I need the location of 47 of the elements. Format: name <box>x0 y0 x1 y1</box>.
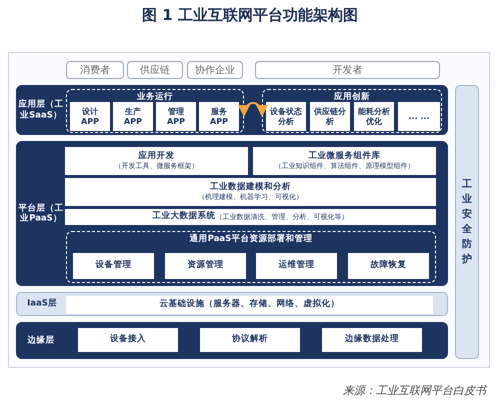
module-box: 设备管理 <box>73 253 154 279</box>
app-box: 服务 APP <box>199 102 239 131</box>
module-box: 设备接入 <box>78 328 178 352</box>
layer-label: 应用层（工业SaaS） <box>18 99 64 121</box>
app-box: 设备状态分析 <box>266 102 306 131</box>
module-heading: 工业数据建模和分析 <box>210 183 291 193</box>
layer-band <box>16 292 448 316</box>
layer-band <box>16 85 448 135</box>
layer-band <box>16 322 448 359</box>
stakeholder-box: 开发者 <box>255 61 440 79</box>
module-box: 资源管理 <box>165 253 246 279</box>
figure-title: 图 1 工业互联网平台功能架构图 <box>141 6 359 25</box>
module-heading: 工业大数据系统 <box>152 212 216 222</box>
security-column <box>455 85 479 359</box>
group-title: 通用PaaS平台资源部署和管理 <box>188 233 314 245</box>
security-label: 工业安全防护 <box>462 178 472 267</box>
group-title: 业务运行 <box>136 91 174 103</box>
module-box: 云基础设施（服务器、存储、网络、虚拟化） <box>66 296 433 314</box>
dashed-group <box>66 231 436 283</box>
group-title: 应用创新 <box>333 91 371 103</box>
module-box: 协议解析 <box>200 328 300 352</box>
module-box <box>65 147 248 175</box>
app-box: 能耗分析优化 <box>354 102 394 131</box>
dashed-group <box>66 89 244 133</box>
module-box <box>253 147 436 175</box>
module-box <box>65 178 436 206</box>
module-heading: 应用开发 <box>138 152 174 162</box>
app-box: 生产 APP <box>113 102 153 131</box>
layer-label: 平台层（工业PaaS） <box>18 202 64 224</box>
stakeholder-box: 消费者 <box>66 61 124 79</box>
layer-label: 边缘层 <box>26 335 56 346</box>
app-box: ... ... <box>398 102 440 131</box>
module-box: 边缘数据处理 <box>322 328 422 352</box>
module-box: 故障恢复 <box>348 253 429 279</box>
module-box: 运维管理 <box>256 253 337 279</box>
stakeholder-box: 协作企业 <box>187 61 243 79</box>
app-box: 设计 APP <box>70 102 110 131</box>
layer-label: IaaS层 <box>26 298 58 310</box>
app-box: 管理 APP <box>156 102 196 131</box>
module-box <box>65 209 436 225</box>
cycle-arrow <box>238 102 268 117</box>
stakeholder-box: 供应链 <box>127 61 183 79</box>
module-heading: 工业微服务组件库 <box>308 152 380 162</box>
app-box: 供应链分析 <box>310 102 350 131</box>
source-caption: 来源：工业互联网平台白皮书 <box>343 383 486 398</box>
layer-band <box>16 141 448 286</box>
dashed-group <box>262 89 442 133</box>
